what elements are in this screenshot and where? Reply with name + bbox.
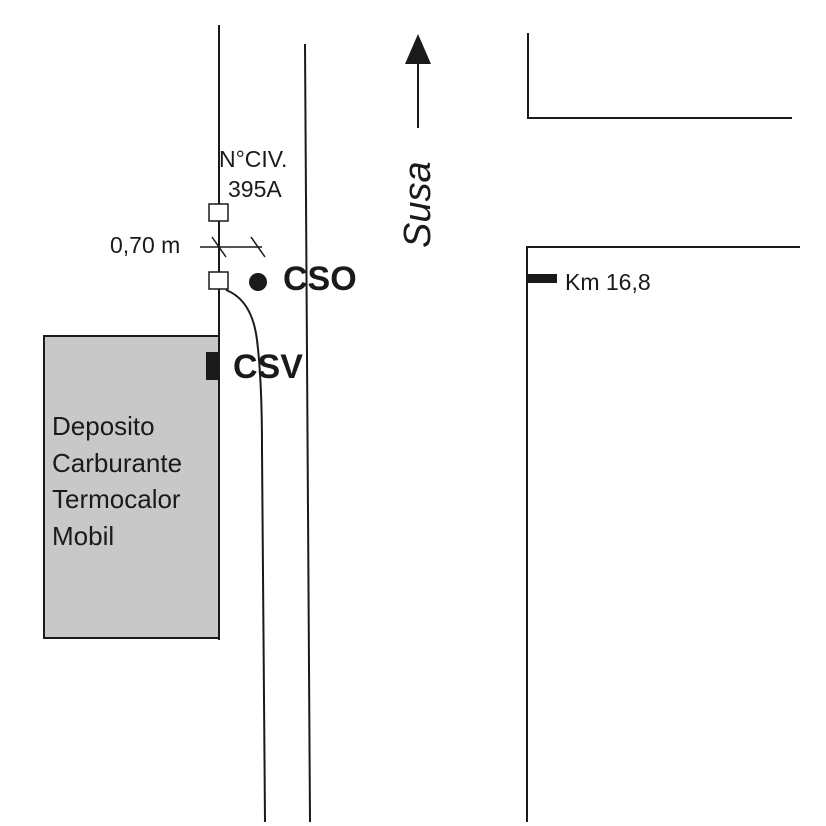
- depot-label-line4: Mobil: [52, 521, 114, 551]
- block-right-edge: [526, 246, 800, 822]
- direction-arrow-icon: [405, 34, 431, 64]
- dimension-tick-left: [211, 236, 227, 258]
- dimension-tick-right: [250, 236, 266, 258]
- block-top-right: [527, 33, 792, 119]
- depot-label-line1: Deposito: [52, 411, 155, 441]
- civic-number-line2: 395A: [228, 176, 282, 202]
- direction-label: Susa: [397, 161, 439, 248]
- csv-label: CSV: [233, 348, 303, 386]
- km-marker-tick: [527, 274, 557, 283]
- csv-marker: [206, 352, 219, 380]
- road-center-line: [304, 43, 311, 823]
- depot-building: [43, 335, 220, 639]
- km-marker-label: Km 16,8: [565, 269, 651, 295]
- distance-label: 0,70 m: [110, 232, 180, 258]
- cso-point: [249, 273, 267, 291]
- cso-label: CSO: [283, 260, 357, 298]
- depot-label-line3: Termocalor: [52, 484, 181, 514]
- civic-box-upper: [208, 203, 229, 222]
- civic-number-line1: N°CIV.: [219, 146, 287, 172]
- pipe-line: [225, 289, 266, 823]
- civic-box-lower: [208, 271, 229, 290]
- depot-label-line2: Carburante: [52, 448, 182, 478]
